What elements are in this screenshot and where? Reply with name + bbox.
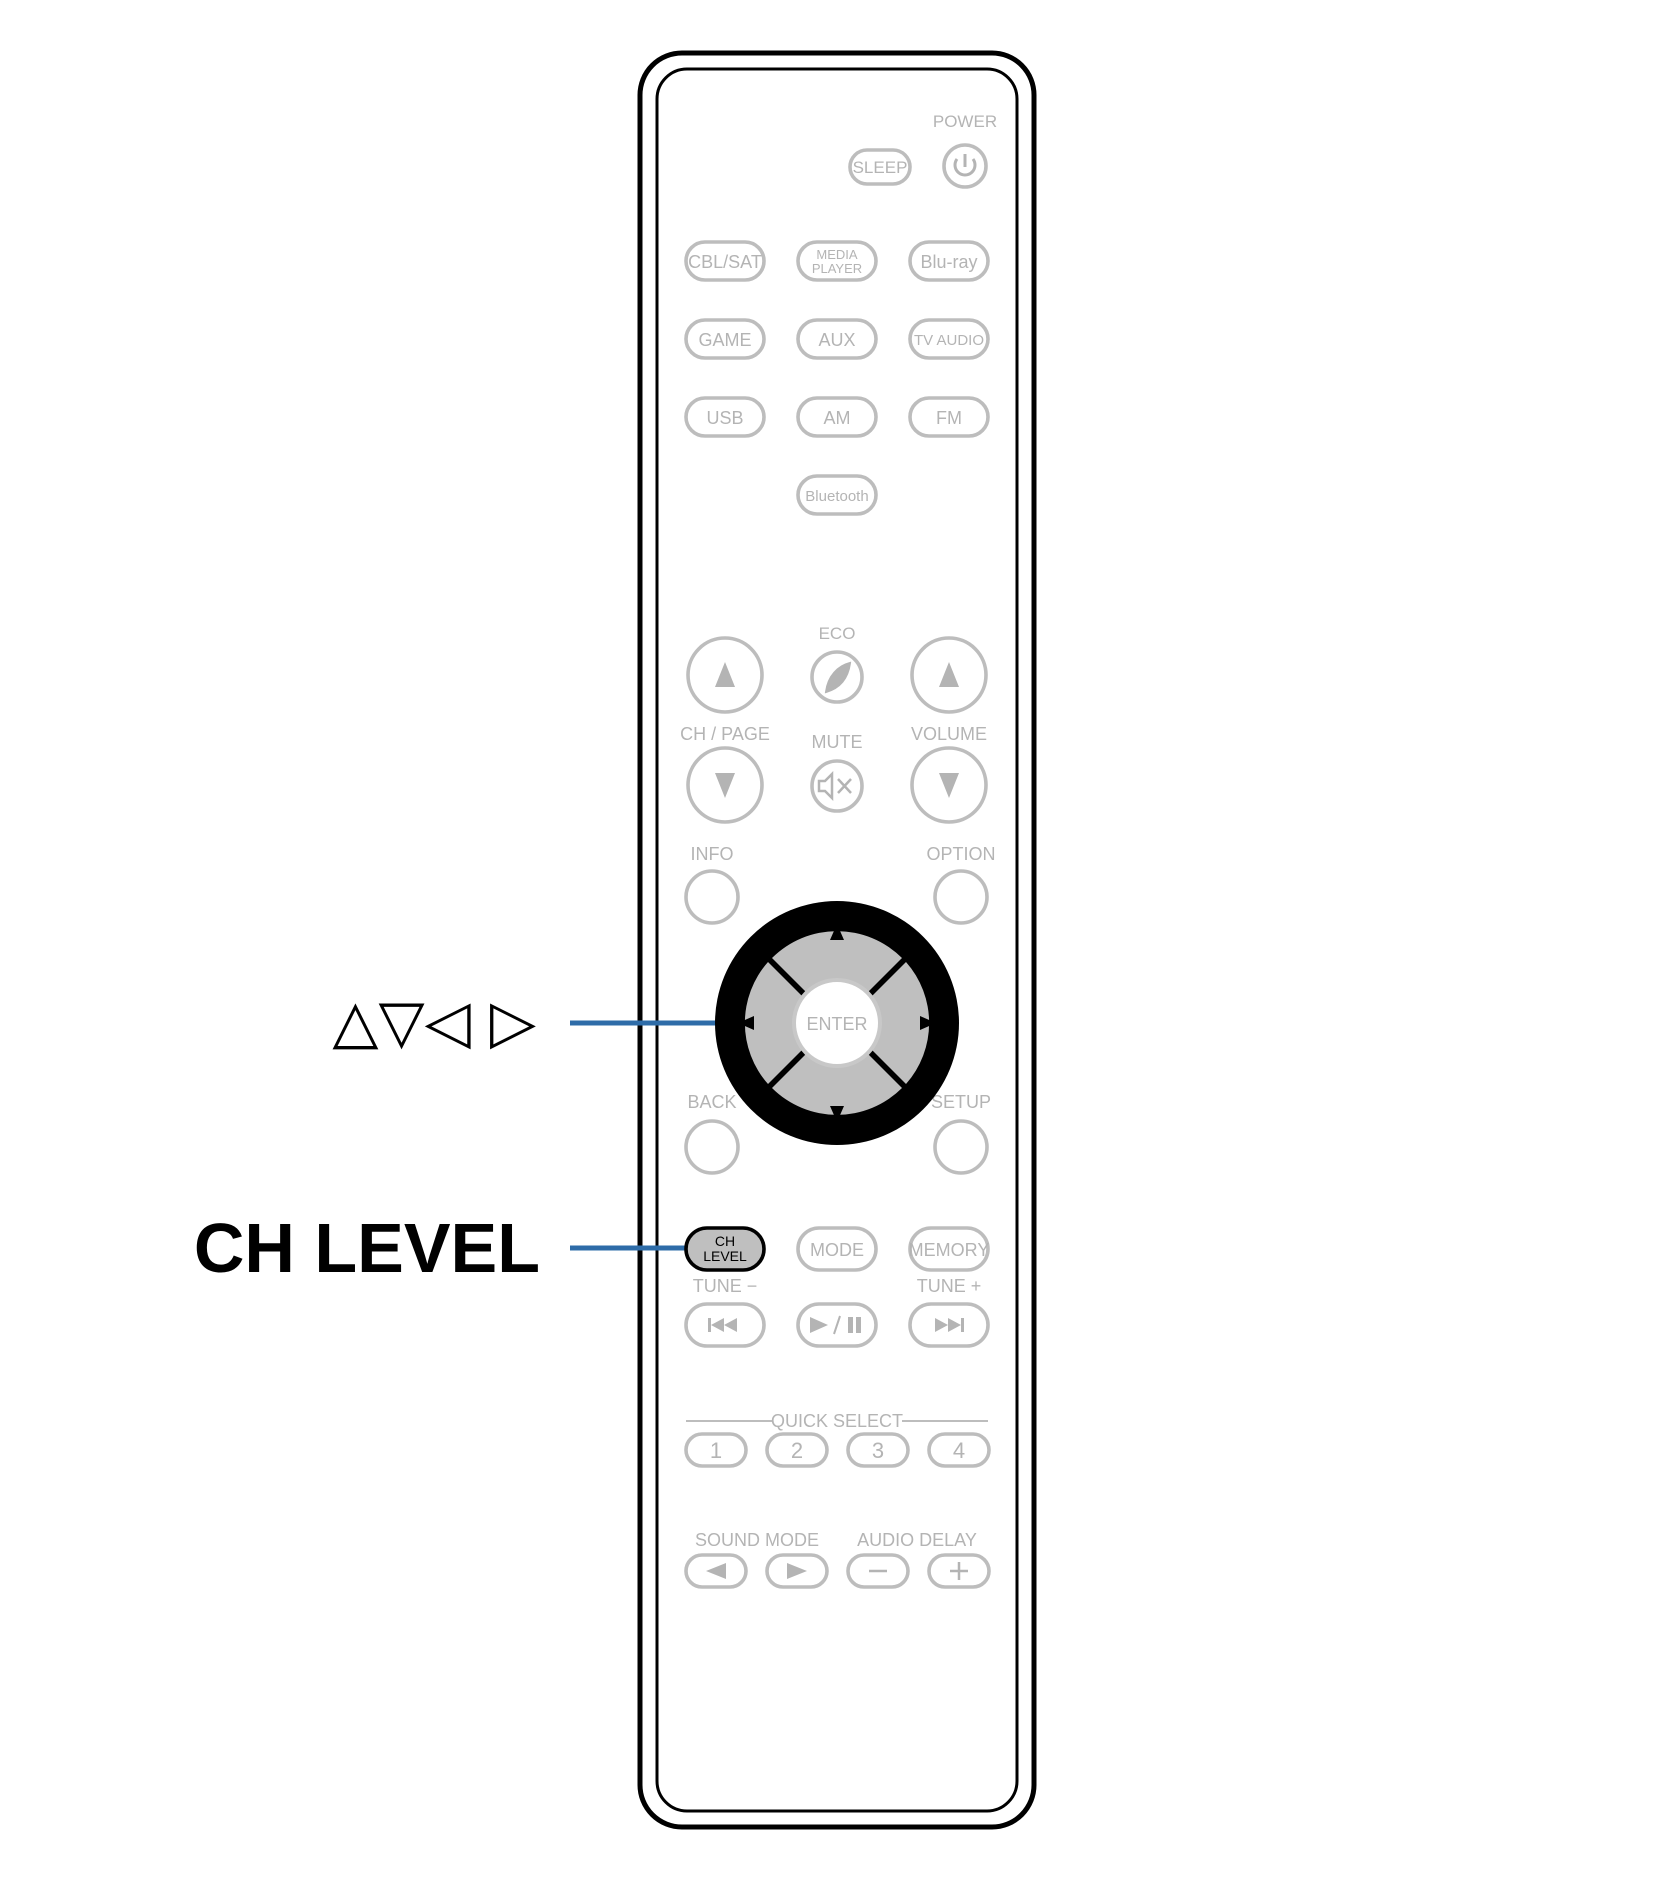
- ch-level-button[interactable]: CH LEVEL: [684, 1226, 766, 1272]
- quick-select-3-label: 3: [872, 1438, 884, 1463]
- media-label-line2: PLAYER: [812, 261, 862, 276]
- volume-down-button[interactable]: [910, 746, 988, 824]
- audio-delay-minus-button[interactable]: [846, 1553, 910, 1589]
- setup-label: SETUP: [931, 1092, 991, 1112]
- usb-label: USB: [706, 408, 743, 428]
- cbl-sat-label: CBL/SAT: [688, 252, 762, 272]
- info-button[interactable]: [684, 869, 740, 925]
- ch-page-label: CH / PAGE: [680, 724, 770, 744]
- quick-select-label: QUICK SELECT: [771, 1411, 903, 1431]
- enter-button[interactable]: ENTER: [792, 978, 882, 1068]
- triangle-left-icon: [706, 1563, 726, 1579]
- cursor-left-button[interactable]: [744, 962, 802, 1084]
- sleep-button[interactable]: SLEEP: [848, 148, 912, 186]
- triangle-down-icon: [715, 773, 735, 798]
- quick-select-1-button[interactable]: 1: [684, 1432, 748, 1468]
- tune-minus-label: TUNE −: [693, 1276, 758, 1296]
- quick-select-2-button[interactable]: 2: [765, 1432, 829, 1468]
- bluetooth-label: Bluetooth: [805, 488, 868, 505]
- am-label: AM: [824, 408, 851, 428]
- cursor-right-arrow-icon: [920, 1016, 936, 1030]
- game-label: GAME: [698, 330, 751, 350]
- mute-button[interactable]: [810, 759, 864, 813]
- power-button[interactable]: [942, 143, 988, 189]
- audio-delay-label: AUDIO DELAY: [857, 1530, 977, 1550]
- cursor-left-arrow-icon: [738, 1016, 754, 1030]
- volume-label: VOLUME: [911, 724, 987, 744]
- back-button[interactable]: [684, 1119, 740, 1175]
- info-label: INFO: [691, 844, 734, 864]
- quick-select-4-button[interactable]: 4: [927, 1432, 991, 1468]
- fm-label: FM: [936, 408, 962, 428]
- mute-label: MUTE: [812, 732, 863, 752]
- ch-level-label-line1: CH: [715, 1233, 735, 1249]
- previous-track-icon: [708, 1318, 737, 1332]
- next-track-button[interactable]: [908, 1302, 990, 1348]
- game-button[interactable]: GAME: [684, 318, 766, 360]
- eco-button[interactable]: [810, 650, 864, 704]
- aux-label: AUX: [818, 330, 855, 350]
- eco-label: ECO: [819, 624, 856, 643]
- triangle-up-icon: [939, 662, 959, 687]
- power-icon: [953, 154, 977, 177]
- triangle-down-icon: [939, 773, 959, 798]
- ch-level-callout: CH LEVEL: [194, 1209, 540, 1287]
- media-label-line1: MEDIA: [816, 247, 858, 262]
- aux-button[interactable]: AUX: [796, 318, 878, 360]
- direction-pad: ENTER: [715, 901, 959, 1145]
- power-label: POWER: [933, 112, 997, 131]
- cursor-up-button[interactable]: [772, 931, 902, 992]
- tv-audio-button[interactable]: TV AUDIO: [908, 318, 990, 360]
- tv-audio-label: TV AUDIO: [914, 332, 984, 349]
- mode-label: MODE: [810, 1240, 864, 1260]
- option-button[interactable]: [933, 869, 989, 925]
- memory-label: MEMORY: [909, 1240, 990, 1260]
- bluray-button[interactable]: Blu-ray: [908, 240, 990, 282]
- usb-button[interactable]: USB: [684, 396, 766, 438]
- volume-up-button[interactable]: [910, 636, 988, 714]
- back-label: BACK: [687, 1092, 736, 1112]
- triangle-up-icon: [715, 662, 735, 687]
- am-button[interactable]: AM: [796, 396, 878, 438]
- bluray-label: Blu-ray: [920, 252, 977, 272]
- enter-label: ENTER: [806, 1014, 867, 1034]
- media-player-button[interactable]: MEDIA PLAYER: [796, 240, 878, 282]
- cursor-down-arrow-icon: [830, 1106, 844, 1122]
- quick-select-1-label: 1: [710, 1438, 722, 1463]
- play-pause-icon: [810, 1315, 861, 1335]
- play-pause-button[interactable]: [796, 1302, 878, 1348]
- mute-icon: [817, 770, 852, 802]
- cbl-sat-button[interactable]: CBL/SAT: [684, 240, 766, 282]
- ch-page-down-button[interactable]: [686, 746, 764, 824]
- sound-mode-right-button[interactable]: [765, 1553, 829, 1589]
- audio-delay-plus-button[interactable]: [927, 1553, 991, 1589]
- tune-plus-label: TUNE +: [917, 1276, 982, 1296]
- previous-track-button[interactable]: [684, 1302, 766, 1348]
- quick-select-4-label: 4: [953, 1438, 965, 1463]
- plus-icon: [950, 1562, 968, 1580]
- cursor-right-button[interactable]: [872, 962, 930, 1084]
- cursor-down-button[interactable]: [772, 1054, 902, 1115]
- cursor-up-arrow-icon: [830, 924, 844, 940]
- mode-button[interactable]: MODE: [796, 1226, 878, 1272]
- sound-mode-left-button[interactable]: [684, 1553, 748, 1589]
- next-track-icon: [935, 1318, 964, 1332]
- sleep-label: SLEEP: [853, 158, 908, 177]
- quick-select-3-button[interactable]: 3: [846, 1432, 910, 1468]
- memory-button[interactable]: MEMORY: [908, 1226, 990, 1272]
- sound-mode-label: SOUND MODE: [695, 1530, 819, 1550]
- quick-select-2-label: 2: [791, 1438, 803, 1463]
- leaf-icon: [824, 661, 852, 694]
- option-label: OPTION: [926, 844, 995, 864]
- ch-level-label-line2: LEVEL: [703, 1248, 747, 1264]
- fm-button[interactable]: FM: [908, 396, 990, 438]
- setup-button[interactable]: [933, 1119, 989, 1175]
- bluetooth-button[interactable]: Bluetooth: [796, 474, 878, 516]
- ch-page-up-button[interactable]: [686, 636, 764, 714]
- triangle-right-icon: [787, 1563, 807, 1579]
- cursor-arrows-callout: △▽◁ ▷: [332, 987, 536, 1057]
